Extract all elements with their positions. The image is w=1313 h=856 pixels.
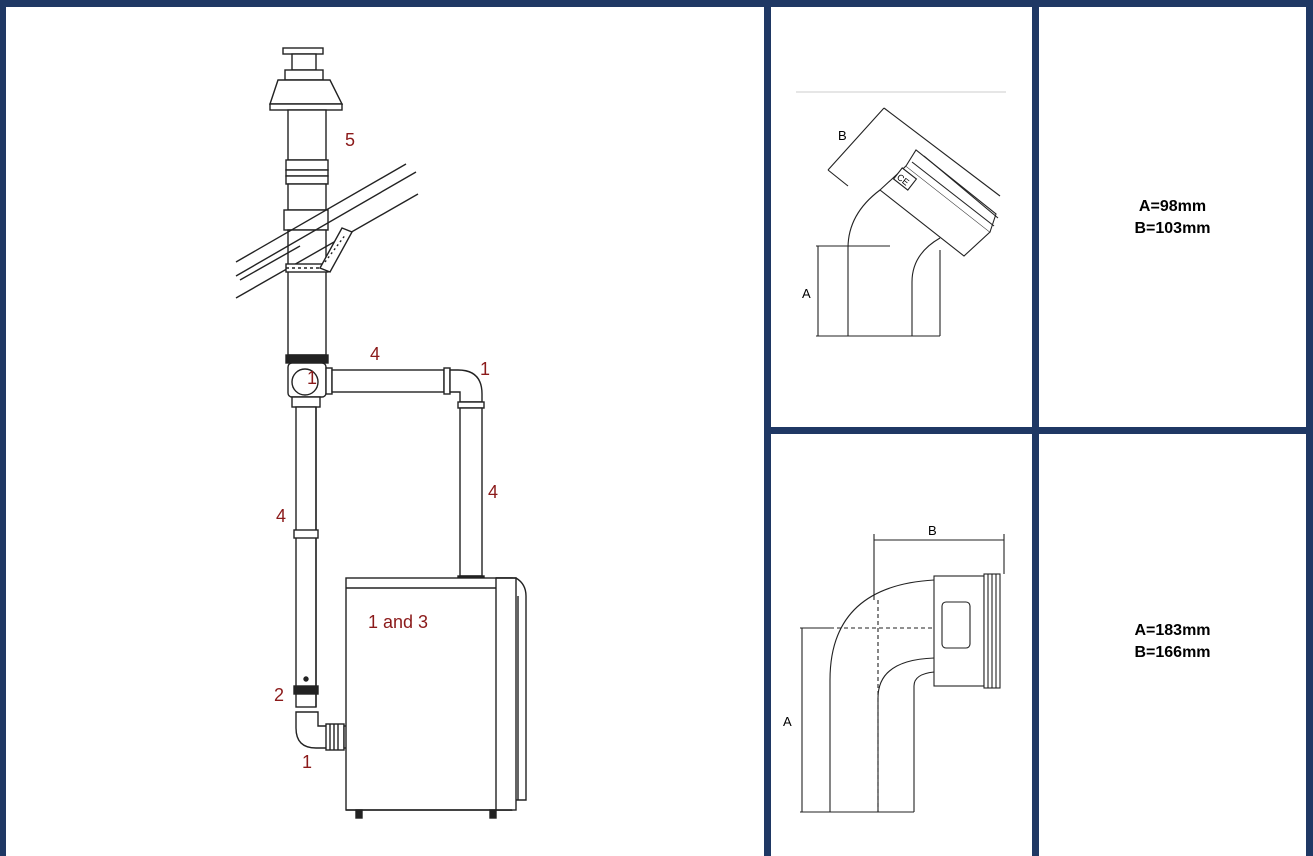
flue-installation-diagram: 5 4 1 1 4 4 1 and 3 2 1 (235, 47, 527, 819)
horizontal-pipe (325, 367, 451, 395)
callout-1-and-3: 1 and 3 (368, 612, 428, 632)
elbow-45-ce-mark: CE (895, 172, 911, 188)
vertical-flue-upper (283, 109, 329, 364)
elbow-45-specs: A=98mm B=103mm (1039, 196, 1306, 240)
right-elbow (449, 369, 485, 409)
callout-2: 2 (274, 685, 284, 705)
callout-4-right-vertical: 4 (488, 482, 498, 502)
tee-elbow-top (287, 362, 327, 408)
callout-4-left-vertical: 4 (276, 506, 286, 526)
callout-1-right-elbow: 1 (480, 359, 490, 379)
elbow-90-specs: A=183mm B=166mm (1039, 620, 1306, 664)
elbow-45-dim-b: B (838, 128, 847, 143)
callout-5: 5 (345, 130, 355, 150)
table-divider-h (764, 427, 1313, 434)
roof-terminal-cap (269, 47, 344, 111)
roof-slope (235, 163, 419, 299)
elbow-45-spec-a: A=98mm (1138, 198, 1207, 215)
table-border-left (0, 0, 6, 856)
elbow-45-spec-b: B=103mm (1134, 220, 1211, 237)
callout-4-horizontal: 4 (370, 344, 380, 364)
elbow-45-dim-a: A (802, 286, 811, 301)
callout-labels: 5 4 1 1 4 4 1 and 3 2 1 (274, 130, 498, 772)
roof-bracket (285, 227, 353, 273)
elbow-90-dim-a: A (783, 714, 792, 729)
elbow-90-dim-b: B (928, 523, 937, 538)
elbow-90-spec-b: B=166mm (1134, 644, 1211, 661)
callout-1-bottom: 1 (302, 752, 312, 772)
boiler-unit (345, 577, 527, 819)
bottom-elbow (295, 711, 353, 751)
table-border-top (0, 0, 1313, 7)
elbow-90-spec-a: A=183mm (1134, 622, 1211, 639)
left-vertical-pipe (293, 406, 319, 708)
callout-1-left-elbow: 1 (307, 368, 317, 388)
